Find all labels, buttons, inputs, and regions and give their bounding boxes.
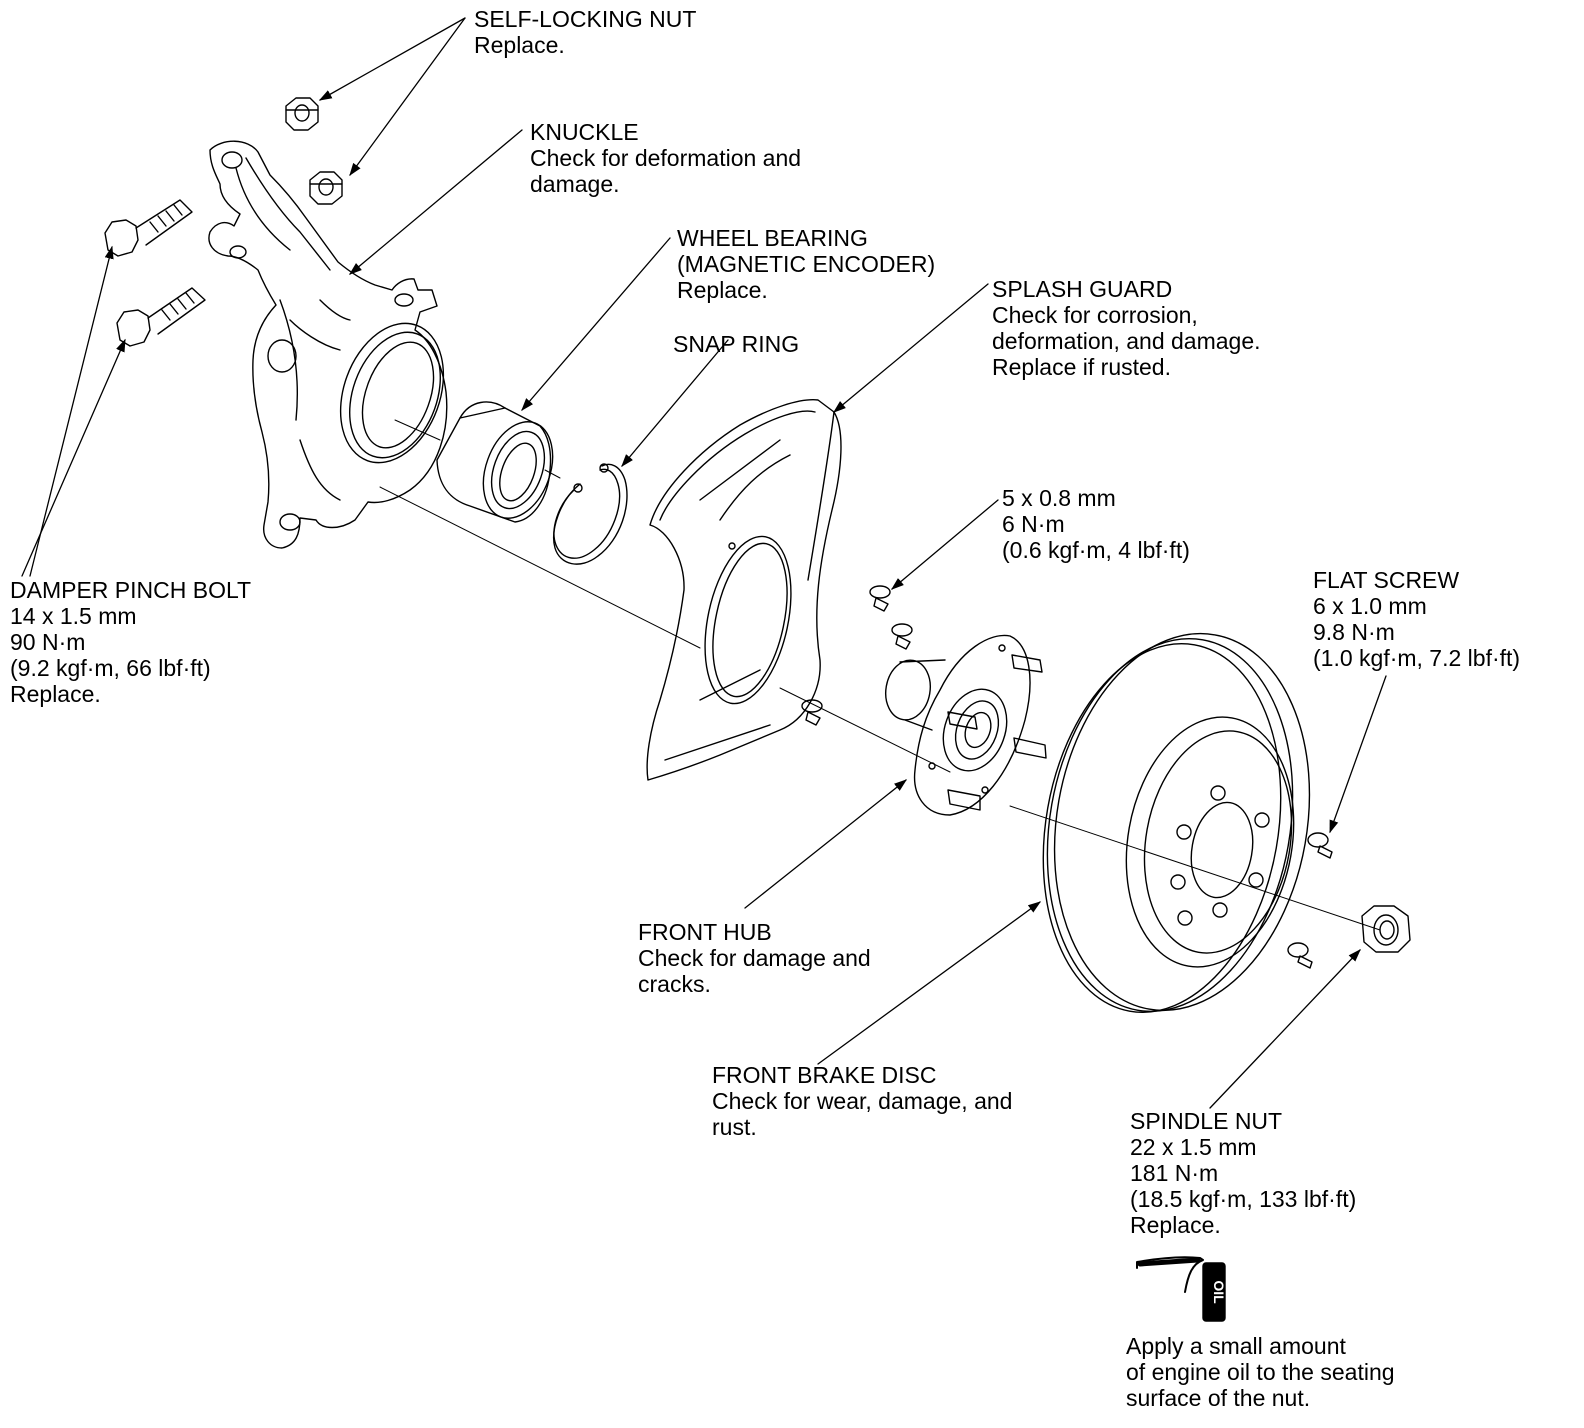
label-line: 6 N·m	[1002, 511, 1065, 537]
label-flat-screw: FLAT SCREW 6 x 1.0 mm 9.8 N·m (1.0 kgf·m…	[1313, 567, 1520, 671]
label-line: deformation, and damage.	[992, 328, 1261, 354]
damper-pinch-bolt-upper	[104, 199, 193, 257]
label-title: SPLASH GUARD	[992, 276, 1173, 302]
damper-pinch-bolt-lower	[116, 287, 206, 347]
label-title: WHEEL BEARING	[677, 225, 868, 251]
label-line: Replace if rusted.	[992, 354, 1171, 380]
label-line: 14 x 1.5 mm	[10, 603, 137, 629]
label-line: Apply a small amount	[1126, 1333, 1346, 1359]
label-line: Replace.	[10, 681, 101, 707]
label-title: SNAP RING	[673, 331, 800, 357]
small-screw-1	[869, 585, 891, 612]
label-line: cracks.	[638, 971, 711, 997]
label-front-brake-disc: FRONT BRAKE DISC Check for wear, damage,…	[712, 1062, 1012, 1140]
label-title: SELF-LOCKING NUT	[474, 6, 697, 32]
flat-screw-1	[1307, 832, 1333, 859]
label-splash-guard: SPLASH GUARD Check for corrosion, deform…	[992, 276, 1261, 380]
self-locking-nut-upper	[285, 97, 319, 131]
label-line: Check for wear, damage, and	[712, 1088, 1013, 1114]
label-line: (1.0 kgf·m, 7.2 lbf·ft)	[1313, 645, 1521, 671]
oil-can-text: OIL	[1211, 1280, 1227, 1304]
label-title: SPINDLE NUT	[1130, 1108, 1283, 1134]
label-line: (MAGNETIC ENCODER)	[677, 251, 936, 277]
label-line: 90 N·m	[10, 629, 86, 655]
label-line: surface of the nut.	[1126, 1385, 1311, 1411]
label-line: Replace.	[474, 32, 565, 58]
label-line: 9.8 N·m	[1313, 619, 1395, 645]
label-wheel-bearing: WHEEL BEARING (MAGNETIC ENCODER) Replace…	[677, 225, 935, 303]
label-small-screw: 5 x 0.8 mm 6 N·m (0.6 kgf·m, 4 lbf·ft)	[1002, 485, 1190, 563]
label-line: (9.2 kgf·m, 66 lbf·ft)	[10, 655, 211, 681]
small-screw-3	[801, 699, 823, 726]
label-line: 5 x 0.8 mm	[1002, 485, 1116, 511]
label-title: FLAT SCREW	[1313, 567, 1460, 593]
label-self-locking-nut: SELF-LOCKING NUT Replace.	[474, 6, 696, 58]
splash-guard-part	[646, 399, 842, 781]
label-line: of engine oil to the seating	[1126, 1359, 1395, 1385]
label-line: (0.6 kgf·m, 4 lbf·ft)	[1002, 537, 1190, 563]
leader-lines	[21, 17, 1387, 1109]
small-screw-2	[891, 623, 913, 650]
label-line: Check for damage and	[638, 945, 871, 971]
label-title: FRONT BRAKE DISC	[712, 1062, 937, 1088]
label-line: (18.5 kgf·m, 133 lbf·ft)	[1130, 1186, 1357, 1212]
front-brake-disc-part	[1042, 632, 1311, 1013]
label-title: KNUCKLE	[530, 119, 639, 145]
label-front-hub: FRONT HUB Check for damage and cracks.	[638, 919, 871, 997]
label-title: DAMPER PINCH BOLT	[10, 577, 252, 603]
knuckle-part	[208, 140, 448, 549]
center-axis-line	[379, 419, 1381, 931]
oil-can-icon	[1136, 1256, 1226, 1322]
front-hub-part	[885, 634, 1047, 816]
label-title: FRONT HUB	[638, 919, 772, 945]
label-line: 6 x 1.0 mm	[1313, 593, 1427, 619]
spindle-nut-part	[1361, 905, 1411, 953]
flat-screw-2	[1287, 942, 1313, 969]
wheel-bearing-part	[436, 401, 554, 523]
label-damper-pinch-bolt: DAMPER PINCH BOLT 14 x 1.5 mm 90 N·m (9.…	[10, 577, 251, 707]
label-line: 181 N·m	[1130, 1160, 1219, 1186]
label-oil-note: Apply a small amount of engine oil to th…	[1126, 1333, 1395, 1411]
label-line: 22 x 1.5 mm	[1130, 1134, 1257, 1160]
self-locking-nut-lower	[309, 171, 343, 205]
label-line: Check for deformation and	[530, 145, 802, 171]
label-knuckle: KNUCKLE Check for deformation and damage…	[530, 119, 801, 197]
label-line: rust.	[712, 1114, 757, 1140]
label-line: Replace.	[1130, 1212, 1221, 1238]
label-line: Replace.	[677, 277, 768, 303]
snap-ring-part	[553, 463, 628, 565]
label-snap-ring: SNAP RING	[673, 331, 799, 357]
label-line: damage.	[530, 171, 620, 197]
label-spindle-nut: SPINDLE NUT 22 x 1.5 mm 181 N·m (18.5 kg…	[1130, 1108, 1356, 1238]
label-line: Check for corrosion,	[992, 302, 1198, 328]
